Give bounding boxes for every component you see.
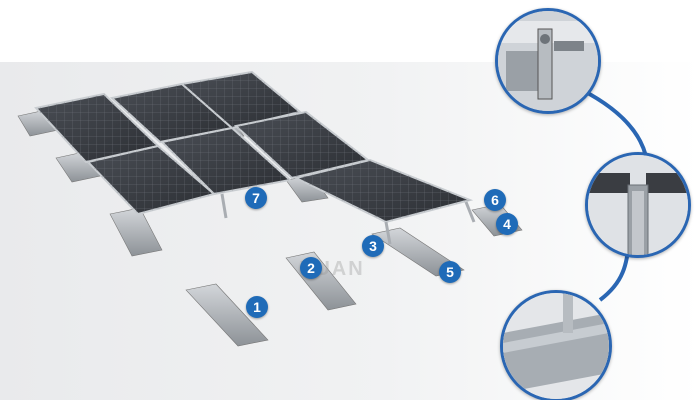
ballast-tray xyxy=(185,283,269,347)
callout-3: 3 xyxy=(362,235,384,257)
panel-cells xyxy=(36,94,158,162)
callout-6: 6 xyxy=(484,189,506,211)
clamp-detail-image xyxy=(498,11,598,111)
panel-cells xyxy=(112,84,232,142)
callout-5: 5 xyxy=(439,261,461,283)
panel-cells xyxy=(88,146,214,214)
support-leg xyxy=(220,193,228,219)
ballast-tray-detail-image xyxy=(503,293,609,399)
callout-4: 4 xyxy=(496,213,518,235)
support-leg xyxy=(384,221,392,245)
rail-connection-detail-image xyxy=(588,155,688,255)
callout-7: 7 xyxy=(245,187,267,209)
support-leg xyxy=(464,201,476,223)
ballast-tray-detail-view xyxy=(500,290,612,400)
panel-cells xyxy=(162,128,290,194)
panel-cells xyxy=(182,72,300,128)
panel-cells xyxy=(236,112,368,178)
clamp-detail-view xyxy=(495,8,601,114)
callout-2: 2 xyxy=(300,257,322,279)
solar-panels xyxy=(34,70,474,224)
callout-1: 1 xyxy=(246,296,268,318)
rail-connection-detail-view xyxy=(585,152,691,258)
support-legs xyxy=(220,193,476,245)
panel-cells xyxy=(296,160,470,222)
ballast-tray xyxy=(109,207,163,257)
